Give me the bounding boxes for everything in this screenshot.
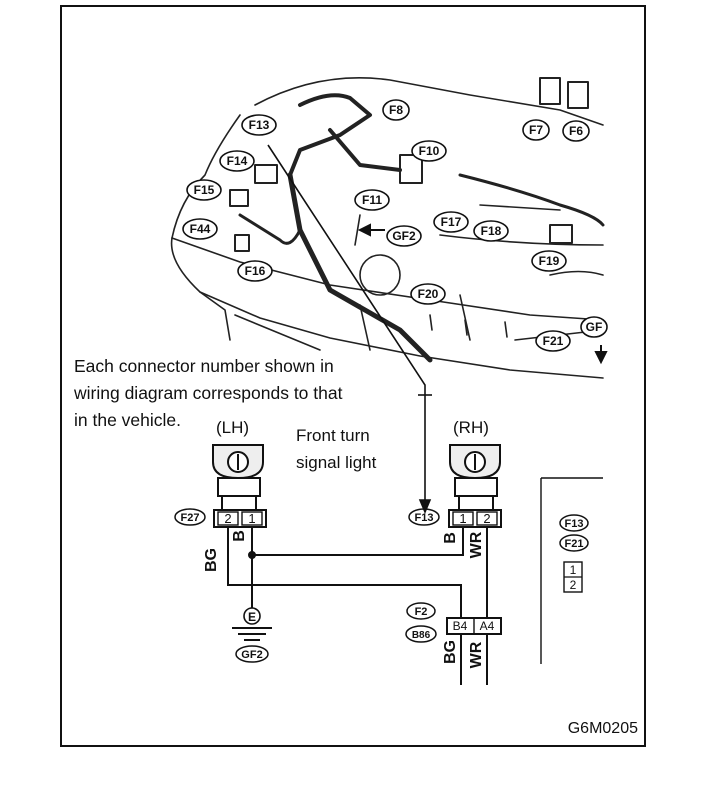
callout-bubble-f14 (219, 150, 255, 172)
callout-label-f18: F18 (481, 224, 502, 238)
lh-pin-1: 1 (248, 511, 255, 526)
callout-label-f6: F6 (569, 124, 583, 138)
callout-bubble-f19 (531, 250, 567, 272)
callout-label-f7: F7 (529, 123, 543, 137)
wire-rh-b: B (442, 532, 459, 544)
wires (227, 527, 488, 685)
note-line-1: Each connector number shown in (74, 356, 334, 376)
callout-label-f21: F21 (543, 334, 564, 348)
callout-label-f14: F14 (227, 154, 248, 168)
callout-bubble-f11 (354, 189, 390, 211)
callout-label-f20: F20 (418, 287, 439, 301)
callout-bubble-f18 (473, 220, 509, 242)
callout-label-f13: F13 (249, 118, 270, 132)
callout-bubble-gf2 (386, 225, 422, 247)
vehicle-illustration (170, 77, 605, 379)
junction-id-b86: B86 (412, 630, 431, 641)
callout-bubble-f6 (562, 120, 590, 142)
callout-label-f44: F44 (190, 222, 211, 236)
wire-lh-bg: BG (203, 548, 220, 572)
callout-bubble-f13 (241, 114, 277, 136)
junction-connector: B4 A4 F2 B86 (405, 602, 502, 643)
side-callout-f13: F13 (565, 518, 584, 530)
callout-label-f8: F8 (389, 103, 403, 117)
front-turn-label: Front turn (296, 426, 370, 445)
side-pin-1: 1 (570, 563, 577, 577)
callout-bubble-f44 (182, 218, 218, 240)
callout-bubble-f20 (410, 283, 446, 305)
callout-label-gf: GF (586, 320, 603, 334)
rh-pin-1: 1 (459, 511, 466, 526)
lh-pin-2: 2 (224, 511, 231, 526)
wire-rh-wr: WR (468, 531, 485, 558)
rh-connector: 1 2 F13 (408, 508, 502, 528)
rh-connector-id: F13 (415, 512, 434, 524)
wire-bottom-bg: BG (442, 640, 459, 664)
side-pin-2: 2 (570, 578, 577, 592)
callout-label-f19: F19 (539, 254, 560, 268)
illustration-arrows (357, 223, 608, 365)
callout-bubble-f10 (411, 140, 447, 162)
rh-label: (RH) (453, 418, 489, 437)
callout-label-f11: F11 (362, 193, 382, 207)
wire-lh-b: B (231, 530, 248, 542)
callout-bubble-f16 (237, 260, 273, 282)
note-line-2: wiring diagram corresponds to that (73, 383, 343, 403)
page-frame (60, 5, 646, 747)
ground-e-label: E (248, 610, 256, 624)
ground-symbol: E GF2 (232, 607, 272, 663)
callout-label-f17: F17 (441, 215, 462, 229)
callout-label-f15: F15 (194, 183, 215, 197)
junction-pin-a4: A4 (480, 619, 495, 633)
f13-leader-line (267, 144, 432, 515)
callout-bubble-f8 (382, 99, 410, 121)
side-callout-f21: F21 (565, 538, 584, 550)
signal-light-label: signal light (296, 453, 377, 472)
figure-id: G6M0205 (568, 720, 638, 737)
note-line-3: in the vehicle. (74, 410, 181, 430)
wire-bottom-wr: WR (468, 641, 485, 668)
callout-bubble-f15 (186, 179, 222, 201)
callout-bubble-f17 (433, 211, 469, 233)
callout-label-f10: F10 (419, 144, 440, 158)
junction-pin-b4: B4 (453, 619, 468, 633)
ground-id: GF2 (241, 649, 262, 661)
side-panel: F13 F21 1 2 (540, 477, 603, 664)
lh-label: (LH) (216, 418, 249, 437)
callout-bubble-f21 (535, 330, 571, 352)
junction-id-f2: F2 (415, 606, 428, 618)
callout-bubble-f7 (522, 119, 550, 141)
callout-label-gf2: GF2 (392, 229, 416, 243)
lh-connector-id: F27 (181, 512, 200, 524)
rh-bulb (449, 444, 501, 511)
rh-pin-2: 2 (483, 511, 490, 526)
callout-bubble-gf (580, 316, 608, 338)
splice-point (248, 551, 256, 559)
lh-connector: 2 1 F27 (174, 508, 267, 528)
lh-bulb (212, 444, 264, 511)
callout-label-f16: F16 (245, 264, 266, 278)
